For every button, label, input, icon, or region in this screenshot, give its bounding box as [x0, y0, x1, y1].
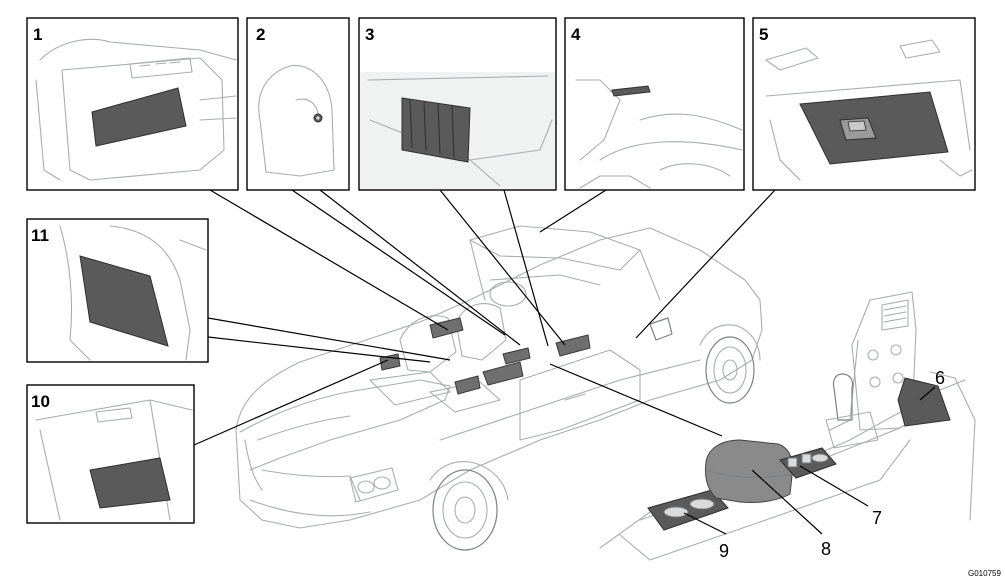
figure-reference: G010759 [968, 569, 1001, 578]
seat-pocket-highlight [401, 97, 471, 163]
glove-box-highlight [799, 91, 949, 165]
panel-number-3: 3 [365, 25, 374, 44]
detail-panel-11-seat-side-pocket: 11 [26, 218, 209, 363]
leader-7 [799, 465, 869, 507]
side-pocket-highlight [79, 255, 169, 347]
panel-number-4: 4 [571, 25, 581, 44]
detail-panel-5-glove-compartment: 5 [752, 17, 976, 191]
callout-9: 9 [719, 541, 729, 561]
panel-number-11: 11 [31, 226, 49, 245]
leader-8 [751, 469, 823, 535]
panel-number-2: 2 [256, 25, 265, 44]
callout-6: 6 [935, 368, 945, 388]
ticket-holder-highlight [611, 85, 651, 97]
detail-panel-3-seat-back-pocket: 3 [358, 17, 557, 191]
detail-panel-10-rear-side-pocket: 10 [26, 384, 195, 524]
leader-lines [193, 189, 936, 535]
callout-7: 7 [872, 508, 882, 528]
callout-8: 8 [821, 539, 831, 559]
leader-9 [683, 512, 727, 535]
detail-panel-1-door-pocket: 1 [26, 17, 239, 191]
leader-6 [919, 386, 936, 401]
panel-number-5: 5 [759, 25, 768, 44]
center-console-illustration [599, 291, 976, 561]
detail-panel-4-ticket-holder: 4 [564, 17, 745, 191]
rear-pocket-highlight [89, 457, 171, 509]
panel-number-10: 10 [31, 392, 50, 411]
panel-number-1: 1 [33, 25, 42, 44]
door-pocket-highlight [91, 87, 187, 147]
detail-panel-2-coat-hook: 2 [246, 17, 350, 191]
